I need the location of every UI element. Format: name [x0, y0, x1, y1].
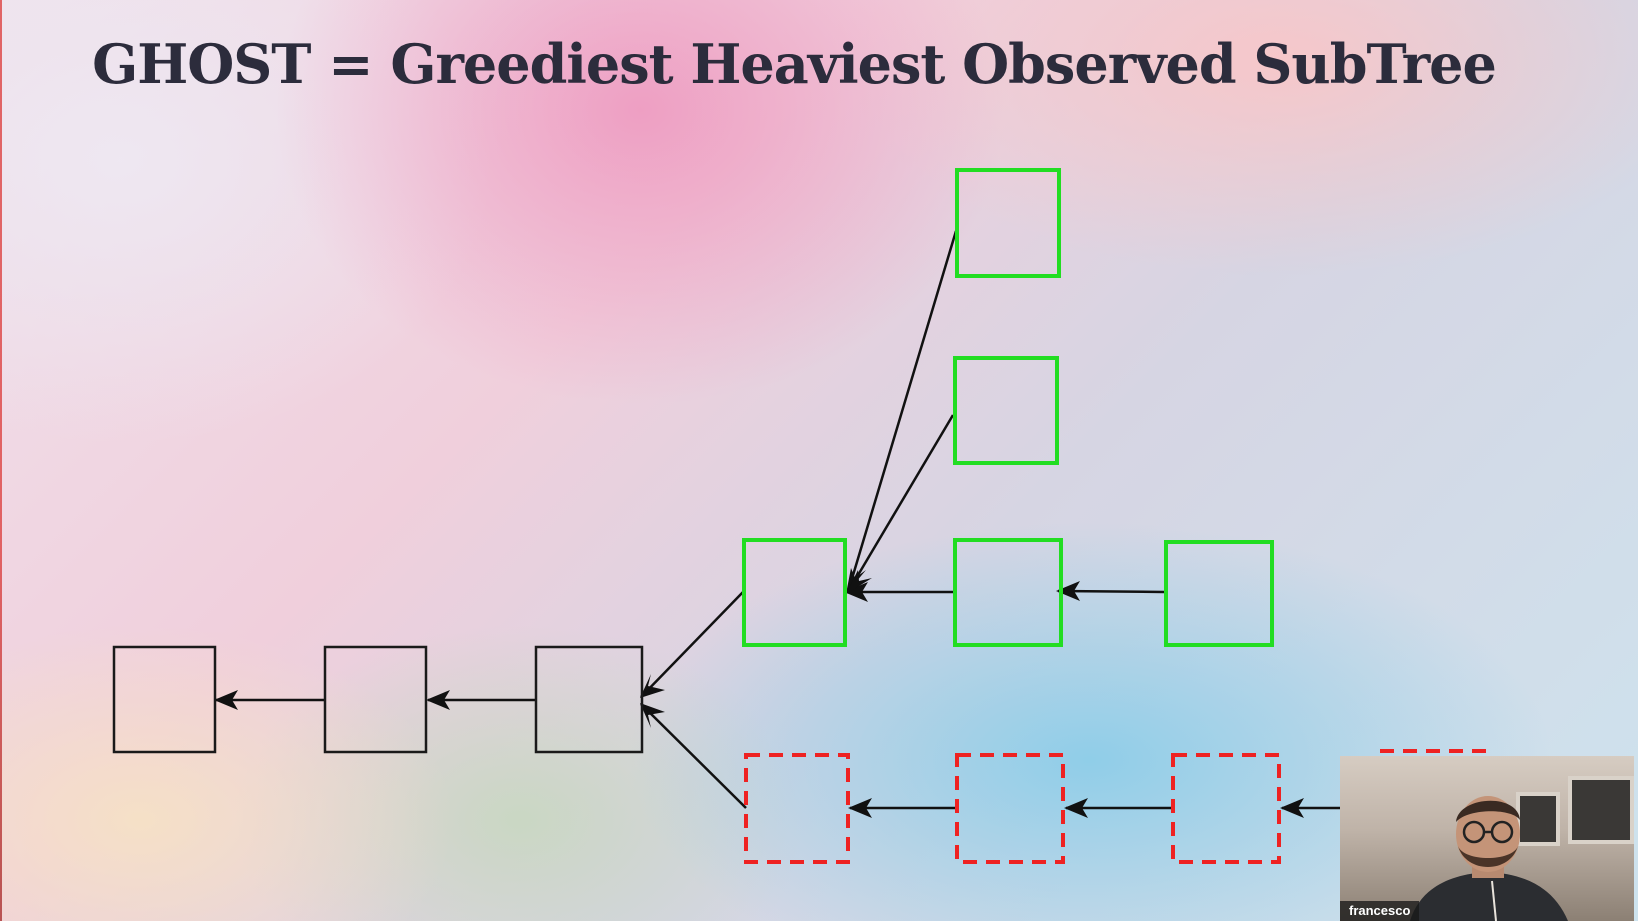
block-main-2 [323, 645, 428, 754]
arrowhead [1064, 798, 1088, 818]
arrowhead [1056, 581, 1080, 601]
arrowhead [640, 703, 665, 728]
edge-g4-g1 [846, 414, 955, 593]
heaviest-subtree [742, 168, 1274, 647]
edge-r1-b3 [640, 703, 747, 809]
arrowhead [426, 690, 450, 710]
arrowhead [1280, 798, 1304, 818]
edges [216, 230, 1340, 810]
block-green-2 [953, 538, 1063, 647]
block-red-1 [744, 753, 850, 864]
arrowheads [214, 568, 1304, 818]
block-red-3 [1171, 753, 1281, 864]
block-green-5 [955, 168, 1061, 278]
edge-g1-b3 [640, 591, 744, 698]
arrowhead [848, 798, 872, 818]
block-green-4 [953, 356, 1059, 465]
arrowhead [846, 570, 872, 594]
block-red-2 [955, 753, 1065, 864]
background-window [1516, 792, 1560, 846]
arrowhead [844, 582, 868, 602]
block-green-3 [1164, 540, 1274, 647]
background-window [1568, 776, 1634, 844]
window-edge [0, 0, 2, 921]
main-chain [112, 645, 644, 754]
participant-name-label: francesco [1340, 901, 1420, 921]
participant-video-tile[interactable]: francesco [1340, 756, 1634, 921]
edge-g5-g1 [846, 230, 958, 593]
block-main-3 [534, 645, 644, 754]
block-main-1 [112, 645, 217, 754]
arrowhead [640, 674, 665, 698]
participant-avatar [1410, 796, 1568, 921]
slide-title: GHOST = Greediest Heaviest Observed SubT… [92, 32, 1497, 96]
edge-g3-g2 [1057, 589, 1165, 594]
block-green-1 [742, 538, 847, 647]
arrowhead [214, 690, 238, 710]
